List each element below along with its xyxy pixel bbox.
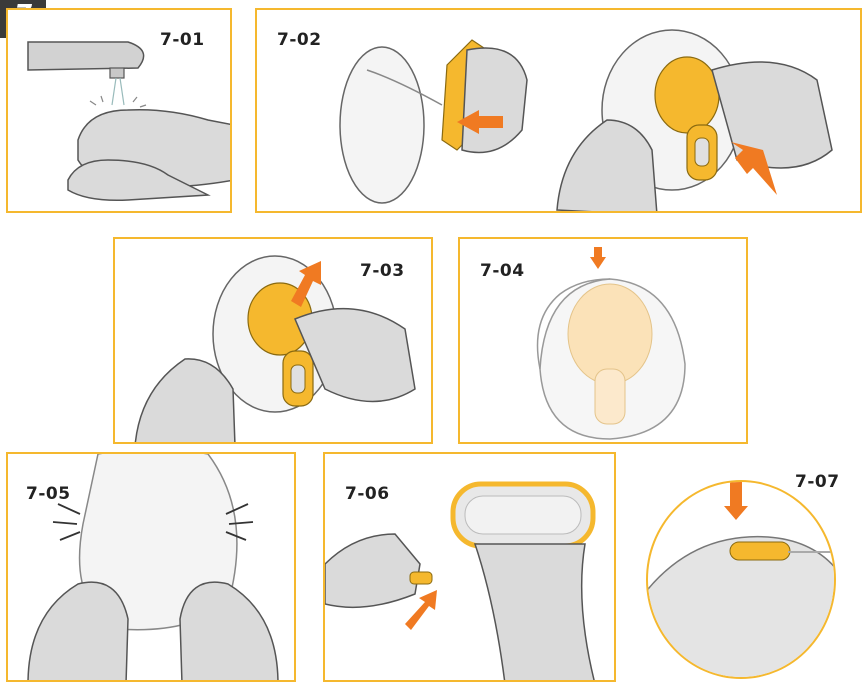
step-7-03-panel: 7-03 (113, 237, 433, 444)
step-7-07-detail-circle (646, 480, 836, 679)
step-7-06-panel: 7-06 (323, 452, 616, 682)
step-7-05-panel: 7-05 (6, 452, 296, 682)
step-7-04-panel: 7-04 (458, 237, 748, 444)
squeeze-illustration (8, 454, 296, 682)
assembled-shield-illustration (460, 239, 748, 444)
step-7-02-panel: 7-02 (255, 8, 862, 213)
detail-illustration (648, 482, 836, 679)
pump-connect-illustration (325, 454, 616, 682)
handwashing-illustration (8, 10, 232, 213)
seal-press-illustration (115, 239, 433, 444)
assembly-illustration-a (257, 10, 862, 213)
step-7-01-panel: 7-01 (6, 8, 232, 213)
